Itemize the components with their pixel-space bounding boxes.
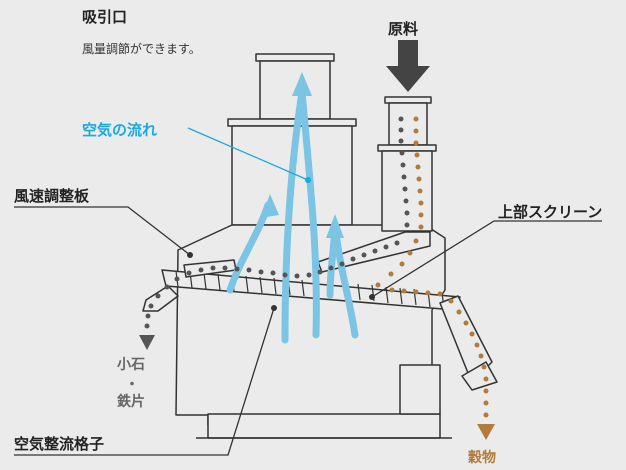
air-speed-plate-label: 風速調整板 (14, 187, 90, 205)
stones-label: 小石 (117, 357, 145, 373)
debris-dots (144, 116, 410, 329)
suction-port-note: 風量調節ができます。 (82, 42, 201, 56)
grid-leader-dot (271, 305, 277, 311)
machine-base (207, 413, 441, 439)
air-flow-arrow (261, 194, 279, 218)
motor-box (399, 364, 441, 415)
grain-outlet-nozzle (461, 361, 498, 391)
inlet-upper-pipe (388, 102, 428, 146)
grain-label: 穀物 (468, 450, 496, 466)
inlet-lower-cap (377, 144, 437, 152)
grain-outlet-arrow (477, 424, 495, 440)
upper-chamber-cap (227, 118, 357, 127)
suction-port-label: 吸引口 (82, 8, 128, 26)
raw-material-label: 原料 (388, 20, 419, 38)
air-flow-leader (187, 127, 309, 181)
raw-material-down-arrow (386, 40, 430, 92)
upper-screen-leader-dot (369, 294, 375, 300)
grain-dots (375, 116, 489, 418)
air-flow-leader-dot (305, 177, 311, 183)
leader-lines (14, 206, 602, 456)
separator-dot-label: ・ (125, 377, 139, 393)
debris-outlet-arrow (139, 335, 155, 350)
air-speed-plate-leader-dot (187, 252, 193, 258)
air-flow-arrowheads (261, 72, 344, 238)
air-flow-arrow (326, 214, 344, 238)
air-flow-label: 空気の流れ (82, 121, 158, 139)
air-flow-arrow (292, 72, 312, 96)
suction-port-cap (255, 53, 335, 62)
inlet-lower-pipe (381, 150, 433, 232)
air-straightening-grid-label: 空気整流格子 (14, 435, 105, 453)
inlet-upper-cap (384, 96, 432, 104)
upper-screen-label: 上部スクリーン (498, 203, 603, 221)
debris-outlet (142, 285, 179, 312)
iron-pieces-label: 鉄片 (117, 394, 145, 410)
